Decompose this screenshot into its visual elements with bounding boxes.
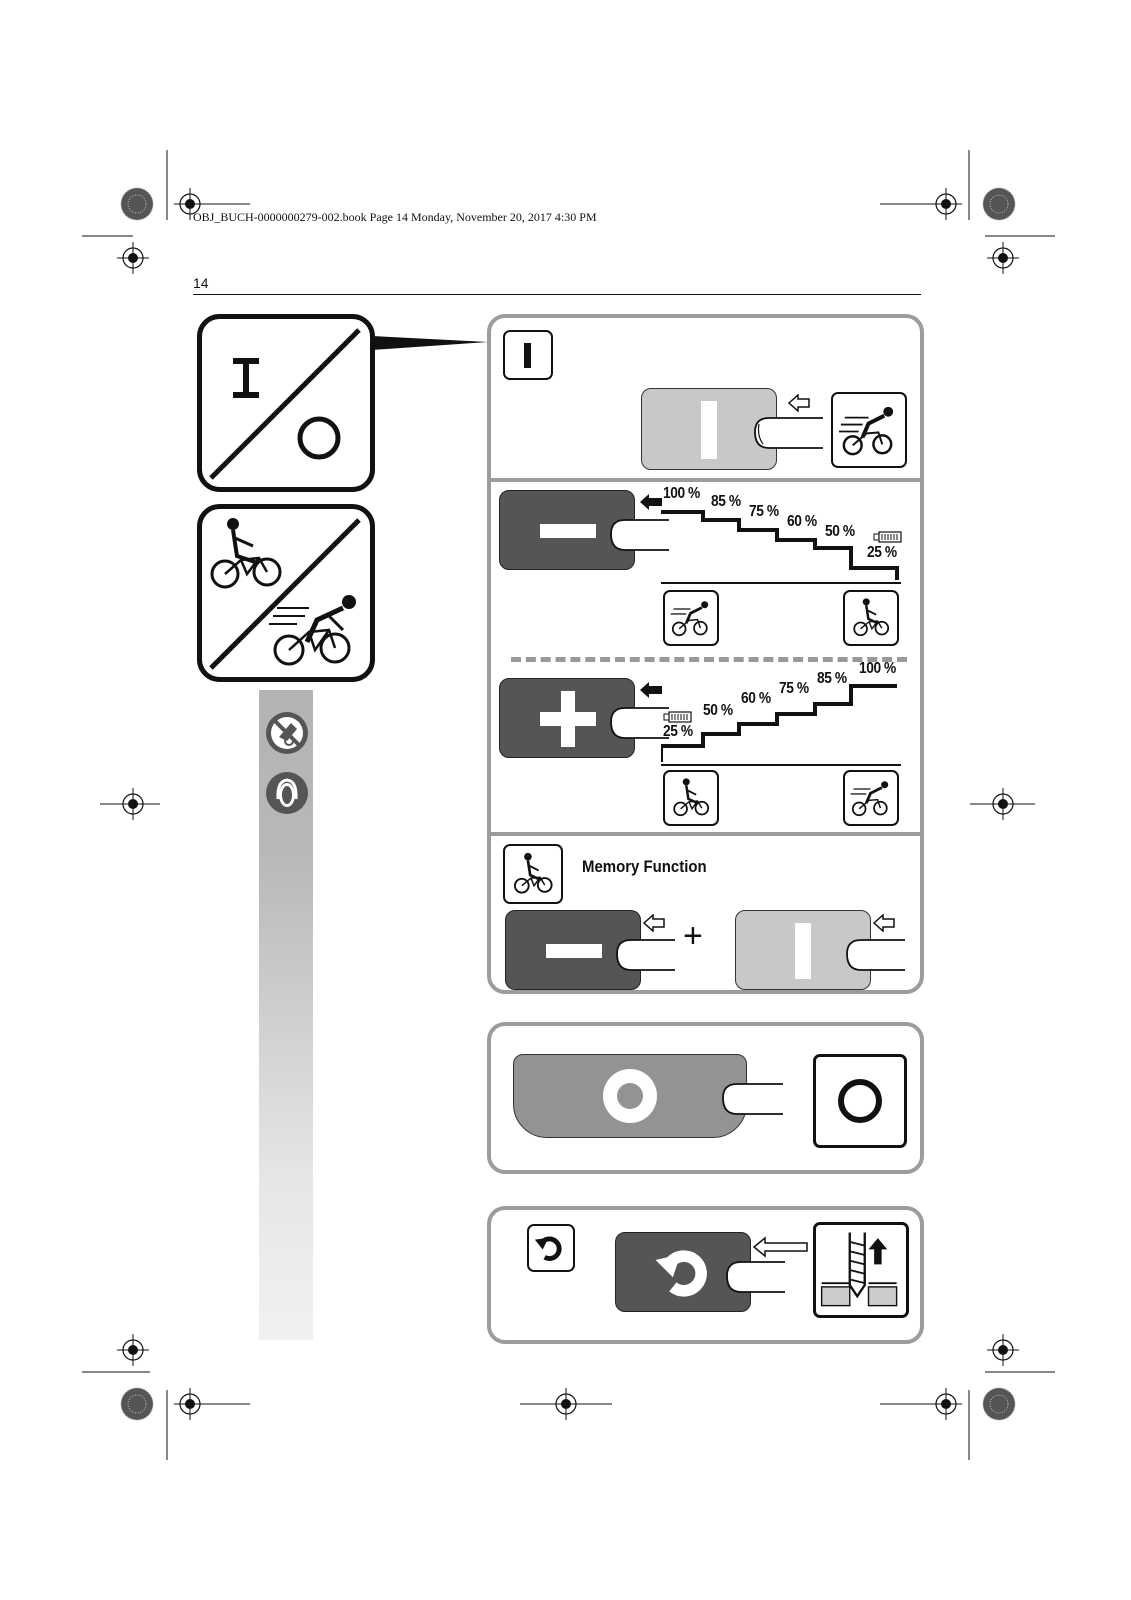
off-panel: [487, 1022, 924, 1174]
press-arrow-icon: [643, 914, 665, 932]
press-arrow-icon: [640, 494, 662, 510]
assist-increase-steps: [661, 684, 897, 762]
assist-decrease-steps: [661, 510, 899, 580]
eco-rider-badge: [663, 770, 719, 826]
off-button[interactable]: [513, 1054, 747, 1138]
level-100: 100 %: [859, 660, 896, 677]
battery-icon: [663, 711, 692, 723]
level-50: 50 %: [825, 523, 855, 540]
on-symbol-badge: [503, 330, 553, 380]
spindle-up-badge: [813, 1222, 909, 1318]
plus-sign: +: [683, 917, 703, 955]
level-25: 25 %: [867, 544, 897, 561]
racing-cyclist-icon: [838, 406, 894, 456]
header-rule: [193, 294, 921, 295]
reset-symbol-badge: [527, 1224, 575, 1272]
spindle-up-icon: [820, 1232, 898, 1307]
callout-pointer: [372, 336, 488, 350]
pressing-finger-icon: [610, 707, 669, 739]
level-85: 85 %: [817, 670, 847, 687]
boost-rider-badge: [663, 590, 719, 646]
baseline: [661, 764, 901, 766]
pressing-finger-icon: [846, 939, 905, 971]
bike-assist-symbol-icon: [197, 504, 375, 682]
upright-cyclist-icon: [513, 852, 553, 894]
rotate-icon: [655, 1250, 707, 1297]
push-arrow-icon: [753, 1236, 808, 1258]
racing-cyclist-icon: [670, 601, 709, 637]
on-off-symbol-icon: [197, 314, 375, 492]
pressing-finger-icon: [610, 519, 669, 551]
baseline: [661, 582, 901, 584]
racing-cyclist-icon: [850, 781, 889, 817]
no-hand-warning-icon: [266, 712, 308, 754]
level-60: 60 %: [741, 690, 771, 707]
book-info-line: OBJ_BUCH-0000000279-002.book Page 14 Mon…: [193, 210, 597, 224]
pressing-finger-icon: [616, 939, 675, 971]
press-arrow-icon: [788, 394, 810, 412]
reset-panel: [487, 1206, 924, 1344]
battery-icon: [873, 531, 902, 543]
level-75: 75 %: [749, 503, 779, 520]
pressing-finger-icon: [754, 417, 823, 449]
eco-rider-badge: [843, 590, 899, 646]
assist-controls-panel: 100 % 85 % 75 % 60 % 50 % 25 %: [487, 314, 924, 994]
boost-rider-badge: [831, 392, 907, 468]
level-50: 50 %: [703, 702, 733, 719]
section-divider: [491, 832, 920, 836]
press-arrow-icon: [873, 914, 895, 932]
level-60: 60 %: [787, 513, 817, 530]
press-arrow-icon: [640, 682, 662, 698]
level-85: 85 %: [711, 493, 741, 510]
memory-function-label: Memory Function: [582, 857, 707, 876]
level-25: 25 %: [663, 723, 693, 740]
dashed-separator: [511, 657, 907, 662]
page-number: 14: [193, 275, 209, 291]
ear-protection-icon: [266, 772, 308, 814]
pressing-finger-icon: [722, 1083, 783, 1115]
section-divider: [491, 478, 920, 482]
pressing-finger-icon: [726, 1261, 785, 1293]
level-75: 75 %: [779, 680, 809, 697]
upright-cyclist-icon: [853, 598, 890, 637]
rotate-icon: [534, 1236, 562, 1261]
upright-cyclist-icon: [673, 778, 710, 817]
level-100: 100 %: [663, 485, 700, 502]
boost-rider-badge: [843, 770, 899, 826]
eco-rider-badge: [503, 844, 563, 904]
off-symbol-badge: [813, 1054, 907, 1148]
